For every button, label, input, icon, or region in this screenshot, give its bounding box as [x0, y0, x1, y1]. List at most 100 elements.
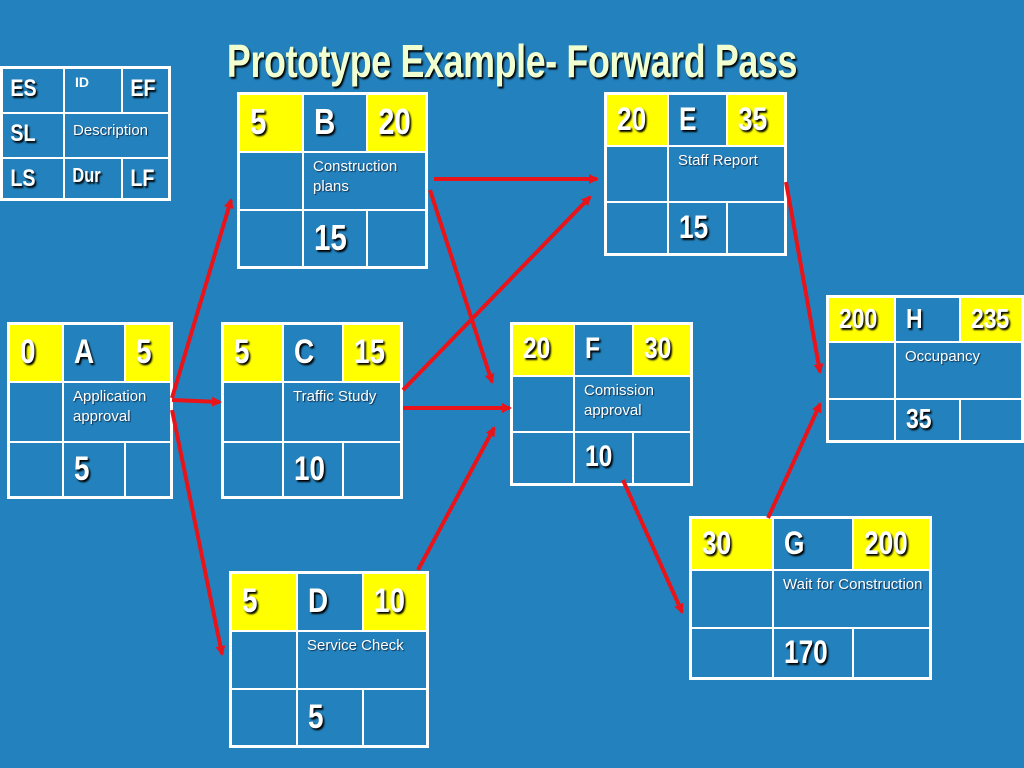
- legend-es-cell: ES: [2, 68, 64, 113]
- arrow-g-h: [766, 402, 822, 519]
- es-cell: 5: [239, 94, 303, 152]
- duration: 5: [308, 697, 324, 736]
- id-cell: H: [895, 297, 960, 342]
- duration-cell: 170: [773, 628, 853, 678]
- slack-cell: [828, 342, 895, 399]
- early-start: 200: [839, 302, 878, 334]
- early-finish: 30: [644, 332, 672, 365]
- duration: 170: [784, 634, 828, 670]
- id-cell: E: [668, 94, 727, 146]
- legend-dur-cell: Dur: [64, 158, 122, 199]
- ef-cell: 30: [633, 324, 691, 376]
- id-cell: C: [283, 324, 343, 382]
- late-finish-cell: [727, 202, 785, 254]
- activity-description: Staff Report: [678, 152, 758, 169]
- arrow-a-d: [170, 409, 226, 656]
- late-finish-cell: [125, 442, 171, 497]
- legend-description: Description: [73, 122, 149, 139]
- description-cell: Comission approval: [574, 376, 691, 432]
- id-cell: A: [63, 324, 125, 382]
- late-start-cell: [9, 442, 63, 497]
- activity-description: Construction plans: [313, 158, 398, 195]
- activity-id: F: [585, 332, 601, 365]
- duration-cell: 5: [297, 689, 363, 746]
- late-start-cell: [223, 442, 283, 497]
- legend-ls: LS: [10, 165, 36, 192]
- activity-description: Occupancy: [905, 348, 981, 365]
- late-start-cell: [828, 399, 895, 441]
- es-cell: 5: [231, 573, 297, 631]
- duration: 10: [585, 440, 613, 473]
- ef-cell: 5: [125, 324, 171, 382]
- slack-cell: [223, 382, 283, 442]
- late-finish-cell: [367, 210, 426, 267]
- slack-cell: [691, 570, 773, 628]
- late-start-cell: [691, 628, 773, 678]
- early-start: 20: [523, 332, 551, 365]
- description-cell: Construction plans: [303, 152, 426, 210]
- ef-cell: 200: [853, 518, 930, 570]
- legend-es: ES: [10, 75, 37, 102]
- es-cell: 200: [828, 297, 895, 342]
- activity-id: G: [784, 525, 805, 561]
- es-cell: 0: [9, 324, 63, 382]
- early-start: 5: [234, 333, 250, 371]
- legend-box: ES ID EF SL Description LS Dur LF: [0, 66, 171, 201]
- es-cell: 30: [691, 518, 773, 570]
- activity-description: Application approval: [73, 388, 147, 425]
- activity-description: Wait for Construction: [783, 576, 923, 593]
- duration: 15: [314, 216, 347, 258]
- duration-cell: 10: [574, 432, 633, 484]
- legend-id: ID: [75, 74, 89, 90]
- description-cell: Staff Report: [668, 146, 785, 202]
- duration: 5: [74, 449, 90, 488]
- description-cell: Application approval: [63, 382, 171, 442]
- arrow-b-f: [428, 189, 495, 384]
- ef-cell: 15: [343, 324, 401, 382]
- description-cell: Wait for Construction: [773, 570, 930, 628]
- ef-cell: 35: [727, 94, 785, 146]
- activity-description: Comission approval: [584, 382, 655, 419]
- activity-id: D: [308, 582, 329, 620]
- activity-description: Traffic Study: [293, 388, 377, 405]
- legend-ef: EF: [130, 75, 156, 102]
- legend-ef-cell: EF: [122, 68, 169, 113]
- early-finish: 10: [374, 582, 406, 620]
- early-finish: 235: [971, 302, 1010, 334]
- early-finish: 15: [354, 333, 386, 371]
- early-start: 5: [242, 582, 258, 620]
- description-cell: Traffic Study: [283, 382, 401, 442]
- late-finish-cell: [853, 628, 930, 678]
- duration-cell: 5: [63, 442, 125, 497]
- duration-cell: 35: [895, 399, 960, 441]
- description-cell: Occupancy: [895, 342, 1022, 399]
- early-finish: 20: [378, 101, 411, 142]
- legend-lf-cell: LF: [122, 158, 169, 199]
- early-finish: 200: [864, 525, 908, 561]
- late-start-cell: [606, 202, 668, 254]
- legend-sl: SL: [10, 120, 36, 147]
- late-start-cell: [239, 210, 303, 267]
- activity-id: C: [294, 333, 315, 371]
- es-cell: 20: [512, 324, 574, 376]
- early-finish: 5: [136, 333, 152, 371]
- ef-cell: 235: [960, 297, 1022, 342]
- legend-lf: LF: [130, 165, 155, 192]
- legend-dur: Dur: [72, 165, 101, 187]
- duration-cell: 15: [668, 202, 727, 254]
- arrow-e-h: [784, 181, 824, 374]
- late-start-cell: [231, 689, 297, 746]
- legend-id-cell: ID: [64, 68, 122, 113]
- id-cell: G: [773, 518, 853, 570]
- ef-cell: 20: [367, 94, 426, 152]
- early-start: 5: [250, 101, 267, 142]
- es-cell: 20: [606, 94, 668, 146]
